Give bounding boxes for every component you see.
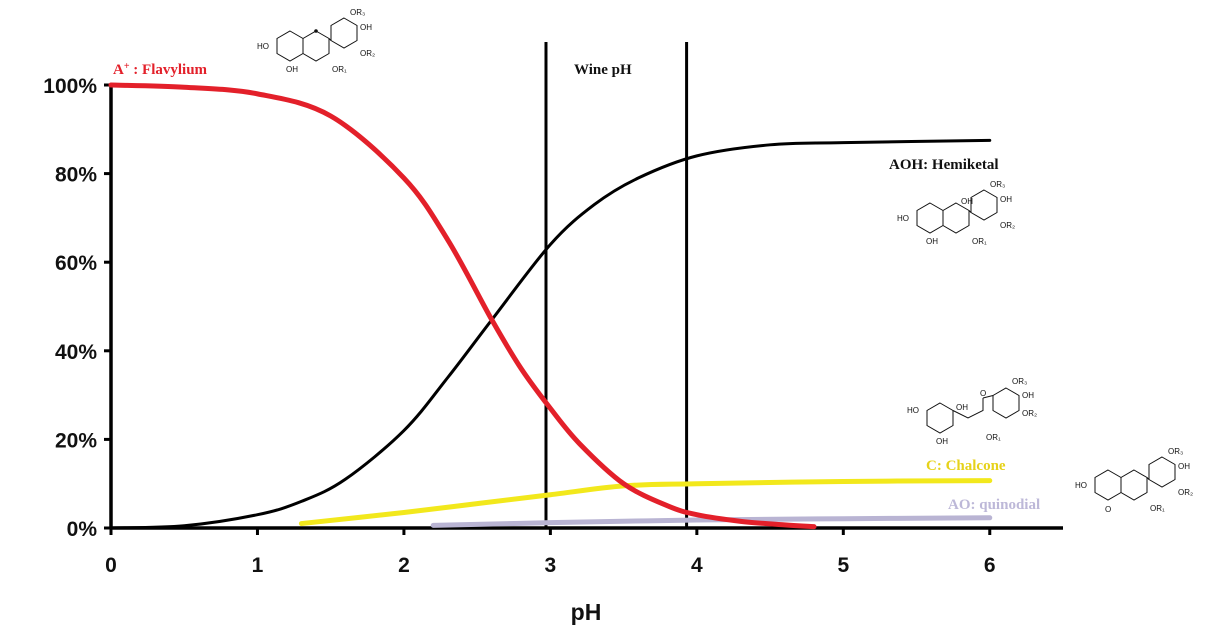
svg-text:OR₁: OR₁ <box>986 433 1001 442</box>
x-tick-label: 6 <box>984 554 996 577</box>
flavylium-series-line <box>108 82 817 530</box>
svg-text:OH: OH <box>926 237 938 246</box>
wine-ph-label: Wine pH <box>574 62 632 78</box>
y-tick-label: 60% <box>55 252 97 275</box>
svg-text:OH: OH <box>936 437 948 446</box>
y-tick-label: 100% <box>43 75 97 98</box>
chalcone-series-line <box>298 478 993 527</box>
svg-text:HO: HO <box>257 42 269 51</box>
chalcone-label: C: Chalcone <box>926 458 1006 474</box>
svg-text:O: O <box>980 389 986 398</box>
svg-text:OR₂: OR₂ <box>1178 488 1193 497</box>
y-tick-label: 0% <box>67 518 98 541</box>
x-tick-label: 0 <box>105 554 117 577</box>
svg-text:OH: OH <box>286 65 298 74</box>
svg-text:OR₃: OR₃ <box>990 180 1005 189</box>
svg-text:OR₃: OR₃ <box>1168 447 1183 456</box>
hemiketal-label: AOH: Hemiketal <box>889 157 999 173</box>
svg-text:OR₂: OR₂ <box>1022 409 1037 418</box>
svg-text:OH: OH <box>1000 195 1012 204</box>
svg-text:OR₁: OR₁ <box>972 237 987 246</box>
plot-area: 0% 20% 40% 60% 80% 100% 0 1 2 3 4 5 6 <box>43 42 1063 577</box>
chalcone-structure-image: HO OH OH O OR₁ OR₂ OR₃ OH <box>907 377 1037 446</box>
svg-text:OH: OH <box>956 403 968 412</box>
hemiketal-series-line <box>109 138 992 530</box>
svg-text:OR₃: OR₃ <box>1012 377 1027 386</box>
svg-text:OH: OH <box>360 23 372 32</box>
x-axis-label: pH <box>571 599 602 625</box>
svg-text:HO: HO <box>907 406 919 415</box>
quinoidal-structure-image: HO O OR₁ OR₂ OR₃ OH <box>1075 447 1193 514</box>
svg-text:OR₂: OR₂ <box>360 49 375 58</box>
x-tick-label: 4 <box>691 554 703 577</box>
x-tick-label: 3 <box>545 554 557 577</box>
svg-text:OH: OH <box>961 197 973 206</box>
y-tick-label: 80% <box>55 164 97 187</box>
x-tick-label: 2 <box>398 554 410 577</box>
svg-text:OH: OH <box>1022 391 1034 400</box>
x-tick-label: 5 <box>837 554 849 577</box>
hemiketal-structure-image: HO OH OH OR₁ OR₂ OR₃ OH <box>897 180 1015 246</box>
svg-text:HO: HO <box>897 214 909 223</box>
quinodial-series-line <box>430 515 993 528</box>
x-tick-label: 1 <box>252 554 264 577</box>
y-tick-label: 40% <box>55 341 97 364</box>
svg-text:OR₂: OR₂ <box>1000 221 1015 230</box>
svg-text:OR₁: OR₁ <box>1150 504 1165 513</box>
flavylium-label: A+ : Flavylium <box>113 61 208 79</box>
svg-text:OR₃: OR₃ <box>350 8 365 17</box>
svg-text:OH: OH <box>1178 462 1190 471</box>
svg-text:OR₁: OR₁ <box>332 65 347 74</box>
y-tick-label: 20% <box>55 429 97 452</box>
svg-text:HO: HO <box>1075 481 1087 490</box>
quinodial-label: AO: quinodial <box>948 497 1040 513</box>
svg-text:O: O <box>1105 505 1111 514</box>
flavylium-structure-image: HO OH OR₁ OR₂ OR₃ OH <box>257 8 375 74</box>
